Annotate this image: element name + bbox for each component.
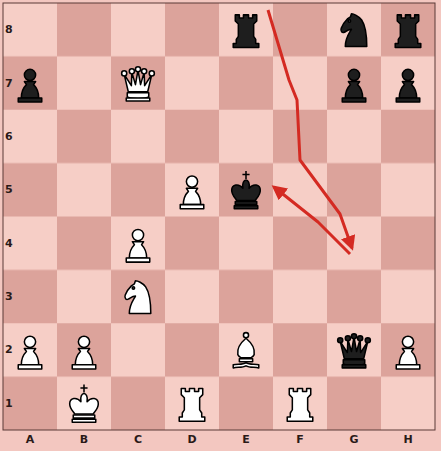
move-arrow [274,187,350,254]
rank-number: 3 [5,291,13,302]
rank-number: 5 [5,184,13,195]
move-arrow [268,10,352,248]
rank-number: 7 [5,78,13,89]
rank-number: 6 [5,131,13,142]
file-letter: D [187,434,196,445]
file-letter: G [349,434,358,445]
rank-number: 4 [5,238,13,249]
file-letter: H [403,434,412,445]
rank-number: 1 [5,398,13,409]
black-pieces [18,14,421,368]
file-letter: C [134,434,142,445]
file-letter: E [242,434,250,445]
file-letter: A [26,434,35,445]
rank-number: 8 [5,24,13,35]
white-pieces [18,67,420,422]
file-letter: B [80,434,88,445]
rank-number: 2 [5,344,13,355]
file-letter: F [296,434,304,445]
board-squares [3,3,435,430]
